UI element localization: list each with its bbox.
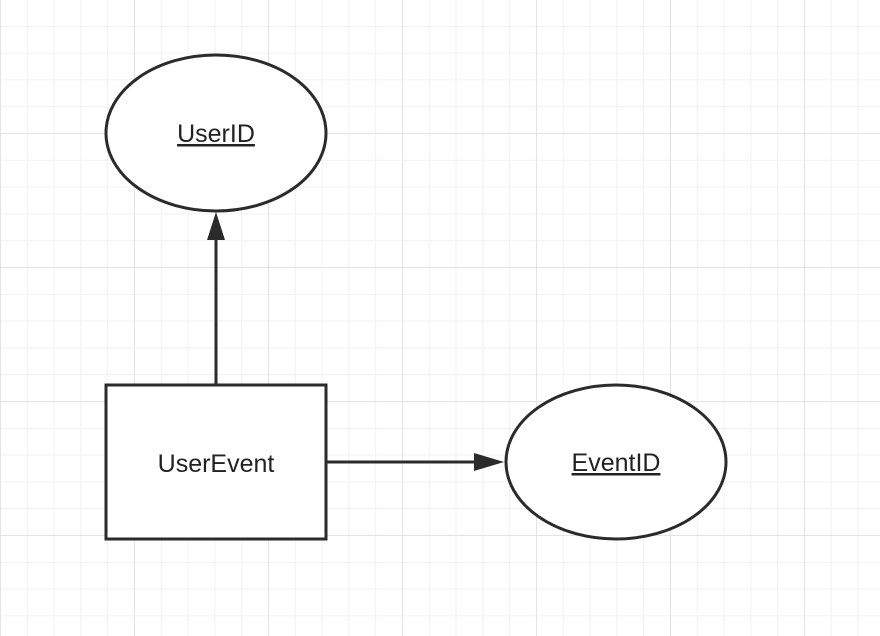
- attribute-eventid-shape: [504, 383, 728, 541]
- arrowhead-right-icon: [474, 453, 504, 471]
- arrowhead-up-icon: [207, 212, 225, 240]
- connector-userevent-to-userid[interactable]: [207, 212, 225, 384]
- attribute-eventid-label: EventID: [572, 449, 661, 477]
- attribute-userid[interactable]: UserID: [104, 53, 328, 213]
- entity-userevent[interactable]: UserEvent: [104, 383, 328, 541]
- entity-userevent-label: UserEvent: [158, 450, 275, 478]
- attribute-userid-shape: [104, 53, 328, 213]
- connector-userevent-to-eventid[interactable]: [327, 453, 504, 471]
- attribute-userid-label: UserID: [177, 120, 255, 148]
- entity-userevent-shape: [104, 383, 328, 541]
- attribute-eventid[interactable]: EventID: [504, 383, 728, 541]
